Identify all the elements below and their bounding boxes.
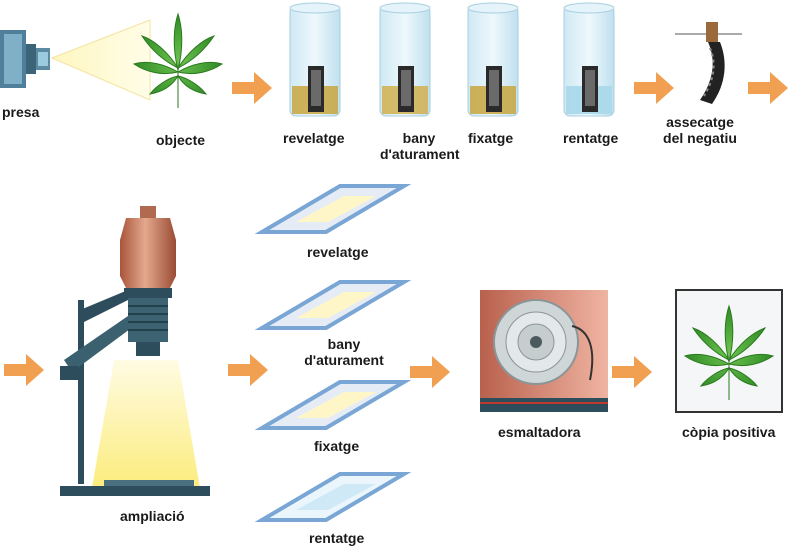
arrow-icon — [634, 72, 674, 104]
label-assecatge-line1: assecatge — [666, 114, 734, 130]
positive-print-icon — [675, 289, 783, 413]
camera-icon — [0, 30, 50, 88]
arrow-icon — [232, 72, 272, 104]
label-bottom-bany: bany d'aturament — [298, 336, 390, 368]
glazing-dryer-icon — [480, 290, 608, 412]
tray-revelatge — [254, 184, 412, 234]
label-top-bany-line2: d'aturament — [380, 146, 460, 162]
tank-bany — [379, 2, 431, 117]
label-bottom-bany-line2: d'aturament — [304, 352, 384, 368]
tray-fixatge — [254, 380, 412, 430]
label-objecte: objecte — [156, 132, 206, 148]
label-bottom-rentatge: rentatge — [309, 530, 365, 546]
label-top-bany: bany d'aturament — [380, 130, 460, 162]
arrow-icon — [612, 356, 652, 388]
label-ampliacio: ampliació — [120, 508, 185, 524]
label-presa: presa — [2, 104, 40, 120]
arrow-icon — [228, 354, 268, 386]
label-bottom-fixatge: fixatge — [314, 438, 360, 454]
label-bottom-bany-line1: bany — [327, 336, 361, 352]
light-cone — [50, 19, 151, 101]
tank-fixatge — [467, 2, 519, 117]
tank-rentatge — [563, 2, 615, 117]
drying-negative-icon — [675, 22, 742, 104]
arrow-icon — [748, 72, 788, 104]
label-top-bany-line1: bany — [402, 130, 436, 146]
label-top-revelatge: revelatge — [283, 130, 345, 146]
arrow-icon — [410, 356, 450, 388]
label-assecatge-line2: del negatiu — [663, 130, 737, 146]
tank-revelatge — [289, 2, 341, 117]
label-bottom-revelatge: revelatge — [307, 244, 369, 260]
label-top-rentatge: rentatge — [563, 130, 619, 146]
label-copia-positiva: còpia positiva — [682, 424, 776, 440]
enlarger-icon — [60, 206, 210, 496]
tray-rentatge — [254, 472, 412, 522]
label-assecatge: assecatge del negatiu — [655, 114, 745, 146]
label-esmaltadora: esmaltadora — [498, 424, 581, 440]
label-top-fixatge: fixatge — [468, 130, 514, 146]
tray-bany — [254, 280, 412, 330]
arrow-icon — [4, 354, 44, 386]
